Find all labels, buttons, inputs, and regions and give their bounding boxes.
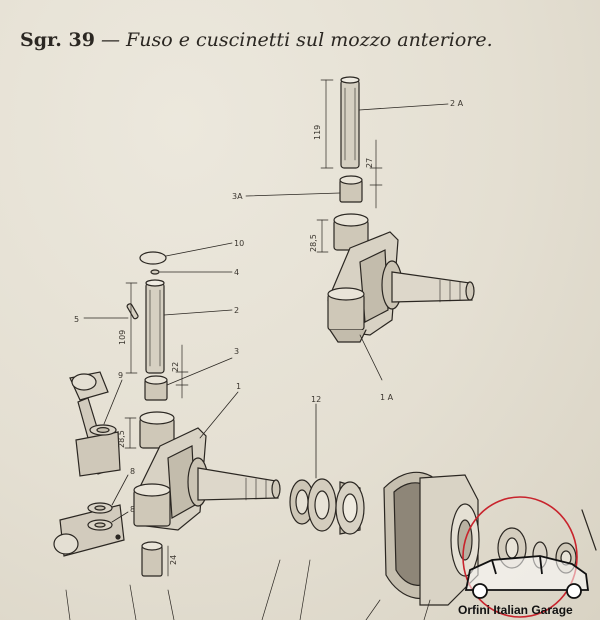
callout-8a: 8 xyxy=(130,467,135,476)
callout-1a: 1 A xyxy=(380,393,394,402)
callout-9: 9 xyxy=(118,371,123,380)
bushing-3a xyxy=(339,175,363,203)
pin-2 xyxy=(145,279,165,374)
watermark-logo: Orfini Italian Garage xyxy=(458,496,590,618)
callout-1: 1 xyxy=(236,382,241,391)
dim-119: 119 xyxy=(313,125,322,140)
small-pin-5 xyxy=(126,303,139,320)
bushing-3 xyxy=(144,375,168,401)
dim-line-119-right xyxy=(320,79,334,169)
callout-12: 12 xyxy=(311,395,321,404)
callout-2a: 2 A xyxy=(450,99,464,108)
callout-3a: 3A xyxy=(232,192,243,201)
hub-drum xyxy=(383,471,480,606)
cap-10 xyxy=(139,251,167,265)
dim-109: 109 xyxy=(118,330,127,345)
page-title: Sgr. 39 — Fuso e cuscinetti sul mozzo an… xyxy=(20,29,493,51)
callout-2: 2 xyxy=(234,306,239,315)
title-text: — Fuso e cuscinetti sul mozzo anteriore. xyxy=(101,29,493,51)
watermark-text: Orfini Italian Garage xyxy=(458,603,573,617)
steering-knuckle-1 xyxy=(133,411,281,531)
steering-knuckle-1a xyxy=(327,213,475,343)
callout-5: 5 xyxy=(74,315,79,324)
pin-2a xyxy=(340,76,360,169)
callout-8b: 8 xyxy=(130,505,135,514)
callout-10: 10 xyxy=(234,239,244,248)
dim-24: 24 xyxy=(169,555,178,565)
dim-28-5-left: 28,5 xyxy=(117,430,126,448)
callout-4: 4 xyxy=(234,268,239,277)
dim-27: 27 xyxy=(365,158,374,168)
suspension-arm xyxy=(53,371,125,557)
dim-28-5-right: 28,5 xyxy=(309,234,318,252)
title-prefix: Sgr. 39 xyxy=(20,29,95,51)
callout-3: 3 xyxy=(234,347,239,356)
car-icon xyxy=(464,555,590,599)
ring-4 xyxy=(150,269,160,275)
dim-22: 22 xyxy=(171,362,180,372)
bearing-set-12 xyxy=(289,478,365,535)
